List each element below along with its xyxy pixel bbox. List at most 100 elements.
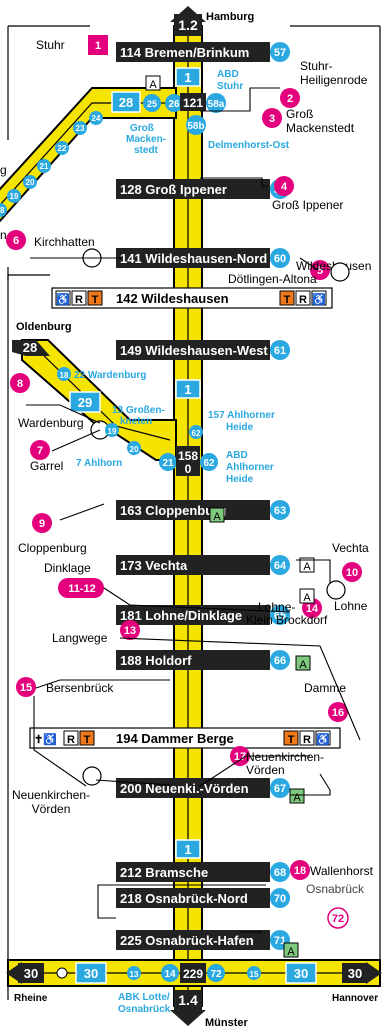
place-name: Wallenhorst [310, 864, 374, 878]
exit-number-badge [270, 888, 290, 908]
north-destination: Hamburg [206, 11, 254, 23]
km-0-label: 0 [185, 462, 192, 476]
a28-node-19-label: 19 [108, 427, 117, 436]
place-name: Dötlingen-Altona [228, 272, 317, 286]
nw-node-label: 24 [92, 114, 101, 123]
a30-east-destination: Hannover [332, 993, 378, 1004]
place-name-2: Lohne [334, 599, 368, 613]
a28-junction: 28 Oldenburg 18 22 Wardenburg 29 13 Groß… [12, 321, 275, 485]
abd-ahlhorner-3: Heide [226, 474, 254, 485]
place-name: Bersenbrück [46, 681, 114, 695]
a28-shield: 28 [23, 340, 37, 355]
nw-node [73, 121, 87, 135]
restaurant-icon-glyph: R [67, 734, 75, 746]
place-id: 8 [17, 378, 23, 390]
exit-bar [116, 248, 270, 268]
restaurant-icon [71, 290, 87, 306]
place-name: Stuhr- [300, 59, 333, 73]
a30-node-13 [127, 966, 141, 980]
exit-row: 225 Osnabrück-Hafen 71 [116, 930, 290, 950]
a28-node-18-label: 18 [60, 371, 69, 380]
exit-58a-label: 58a [208, 99, 225, 110]
rest-area-name: 194 Dammer Berge [116, 731, 234, 746]
left-edge-label: n [0, 228, 7, 242]
place-badge [274, 176, 294, 196]
south-destination: Münster [205, 1017, 249, 1029]
place-badge [327, 907, 349, 929]
a30-node-15 [247, 966, 261, 980]
nw-node [37, 159, 51, 173]
place-name: Wardenburg [18, 416, 84, 430]
exit-26-name-1: Groß [130, 123, 154, 134]
abd-stuhr-junction: 28 A 25 26 121 58a 58b ABD Stuhr Groß Ma… [0, 69, 290, 217]
place-id: 15 [20, 682, 32, 694]
exit-bar [116, 340, 270, 360]
exit-number-badge [270, 650, 290, 670]
a28-node-62 [200, 453, 218, 471]
abd-ahlhorner-1: ABD [226, 450, 248, 461]
wheelchair-icon [55, 290, 71, 306]
fuel-icon-glyph: T [284, 294, 291, 306]
place-badge [120, 620, 140, 640]
exit-number: 65 [274, 610, 286, 622]
a1-shield-mid: 1 [175, 379, 201, 399]
place-id: 4 [281, 181, 288, 193]
restaurant-icon [63, 730, 79, 746]
a-box [289, 788, 305, 804]
a30-shield-left-label: 30 [84, 966, 98, 981]
place-id: 17 [234, 751, 246, 763]
south-arrow [170, 1010, 206, 1026]
exit-bar [116, 778, 270, 798]
a30-shield-right-label: 30 [294, 966, 308, 981]
exit-bar [116, 42, 270, 62]
exit-name: 163 Cloppenburg [120, 503, 226, 518]
place-name: Vechta [332, 541, 369, 555]
place-badge [328, 702, 348, 722]
place-badge [30, 440, 50, 460]
a28-exit-22: 22 Wardenburg [74, 370, 146, 381]
place-id: 6 [13, 235, 19, 247]
place-name: Osnabrück [306, 882, 365, 896]
restaurant-icon-glyph: R [299, 294, 307, 306]
connector-58a [200, 87, 280, 112]
a-box [209, 507, 225, 523]
place-id: 10 [346, 567, 358, 579]
exit-bar [116, 650, 270, 670]
a28-exit-157: 157 Ahlhorner [208, 410, 275, 421]
place-id: 2 [287, 93, 293, 105]
a-box-label: A [299, 659, 307, 671]
nw-node [89, 111, 103, 125]
exit-name: 225 Osnabrück-Hafen [120, 933, 254, 948]
a28-node-62b [189, 425, 203, 439]
place-name-2: Vörden [246, 763, 285, 777]
a30-east-shield-bg [342, 963, 368, 983]
a1-shield-label: 1 [184, 70, 191, 85]
km-158-label: 158 [178, 449, 198, 463]
a28-exit-13: 13 Großen- [112, 405, 165, 416]
a28-exit-13b: kneten [120, 416, 152, 427]
exit-number-badge [270, 555, 290, 575]
nw-node [23, 175, 37, 189]
place-name: Neuenkirchen- [246, 750, 324, 764]
km-229-label: 229 [183, 967, 203, 981]
wheelchair-icon-glyph: ♿ [56, 293, 70, 306]
left-edge-label: g [0, 163, 7, 177]
exit-26-name-2: Macken- [126, 134, 166, 145]
a30-west-circle [56, 967, 68, 979]
exit-number: 71 [274, 935, 286, 947]
exit-name: 200 Neuenki.-Vörden [120, 781, 249, 796]
a-box-label: A [303, 561, 311, 573]
place-id: 7 [37, 445, 43, 457]
nw-node-label: 21 [40, 162, 49, 171]
a30-west-shield-bg [18, 963, 44, 983]
exit-number: 60 [274, 253, 286, 265]
a-box [299, 557, 315, 573]
